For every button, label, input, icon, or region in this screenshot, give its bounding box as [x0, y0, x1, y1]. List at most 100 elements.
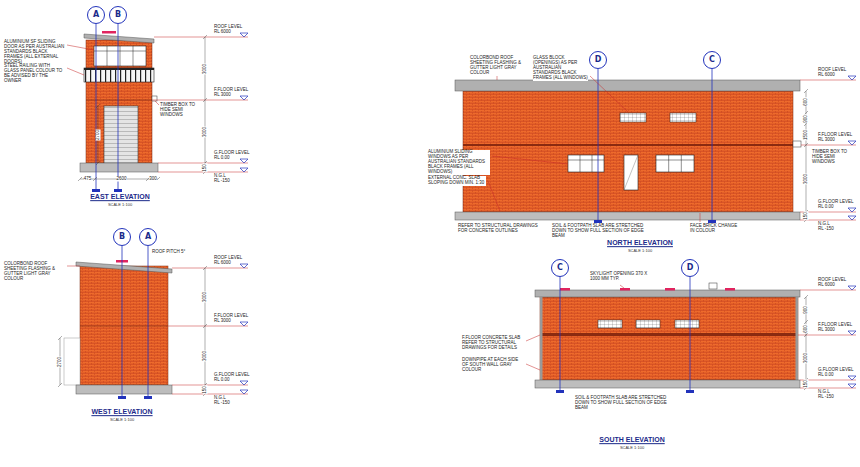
dimension-line: [58, 336, 62, 387]
dimension-text: 150: [203, 163, 208, 172]
sliding-door: [94, 46, 146, 66]
glass-block: [620, 113, 646, 122]
skylight-mark: [665, 288, 675, 291]
level-label: RL 3000: [818, 328, 835, 333]
entry-door: [624, 155, 638, 190]
glass-block: [670, 113, 696, 122]
level-label: RL 6000: [818, 283, 835, 288]
level-label: RL -150: [818, 227, 834, 232]
leader-line: [67, 266, 80, 267]
dimension-line: [78, 177, 160, 181]
leader-line: [155, 101, 159, 105]
sliding-window: [568, 155, 604, 172]
grid-letter: B: [119, 233, 125, 241]
grid-line: [96, 24, 118, 189]
dimension-text: 3000: [203, 63, 208, 74]
level-line: [798, 290, 856, 388]
slab-footing: [455, 212, 800, 220]
side-outline: [64, 338, 80, 385]
elevation-title: EAST ELEVATION: [90, 193, 150, 201]
dimension-text: 3000: [804, 173, 809, 184]
dimension-text: 2600: [116, 177, 126, 182]
dimension-text: 475: [84, 177, 92, 182]
timber-box: [793, 141, 801, 147]
grid-line: [560, 277, 690, 390]
dimension-text: 150: [203, 385, 208, 394]
note-text: COLORBOND ROOF SHEETING FLASHING & GUTTE…: [470, 56, 525, 76]
sliding-window: [656, 155, 694, 172]
grid-bubble: B: [109, 6, 127, 24]
grid-foot: [118, 396, 126, 399]
glass-block: [636, 320, 660, 328]
grid-bubble: A: [139, 228, 157, 246]
leader-line: [620, 285, 624, 288]
dimension-text: 900: [804, 114, 809, 123]
skylight-mark: [560, 288, 570, 291]
slab-footing: [76, 385, 172, 394]
grid-bubble: C: [551, 259, 569, 277]
grid-foot: [686, 390, 694, 393]
roof-sheeting: [76, 262, 172, 273]
elevation-title: NORTH ELEVATION: [607, 239, 673, 247]
level-line: [800, 80, 856, 220]
grid-line: [122, 246, 148, 396]
grid-bubble: B: [113, 228, 131, 246]
note-text: GLASS BLOCK (OPENINGS) AS PER AUSTRALIAN…: [533, 56, 588, 81]
leader-line: [67, 68, 84, 75]
note-text: SOIL & FOOTPATH SLAB ARE STRETCHED DOWN …: [552, 224, 652, 239]
grid-foot: [92, 189, 716, 399]
note-text: TIMBER BOX TO HIDE SEMI WINDOWS: [812, 150, 852, 165]
brick-wall: [80, 266, 168, 385]
grid-foot: [556, 390, 564, 393]
note-text: SOIL & FOOTPATH SLAB ARE STRETCHED DOWN …: [575, 396, 675, 411]
grid-bubble: D: [681, 259, 699, 277]
elevation-title: SOUTH ELEVATION: [599, 436, 664, 444]
grid-letter: D: [687, 264, 694, 272]
roof-sheeting: [535, 290, 800, 297]
north-elevation: [455, 80, 801, 220]
dimension-text: 2700: [58, 356, 63, 367]
south-elevation: [535, 283, 800, 388]
level-label: RL -150: [214, 179, 230, 184]
leader-line: [590, 76, 628, 112]
grid-foot: [92, 189, 100, 192]
grid-letter: C: [709, 56, 715, 64]
east-elevation: [80, 31, 158, 172]
dimension-line: [804, 295, 808, 390]
level-label: RL 3000: [818, 138, 835, 143]
floor-band: [463, 144, 793, 146]
dimension-text: 3000: [203, 350, 208, 361]
grid-foot: [144, 396, 152, 399]
brick-wall: [540, 297, 798, 380]
brick-wall: [463, 91, 793, 212]
dimension-line: [203, 35, 207, 174]
glass-block: [675, 320, 699, 328]
floor-slab: [540, 333, 798, 336]
dimension-line: [203, 266, 207, 396]
note-text: DOWNPIPE AT EACH SIDE OF SOUTH WALL GRAY…: [462, 358, 524, 373]
garage-door: [104, 106, 138, 163]
grid-letter: A: [93, 11, 99, 19]
level-line: [152, 37, 856, 394]
dimension-text: 900: [804, 305, 809, 314]
grid-foot: [114, 189, 122, 192]
balcony-railing: [84, 68, 154, 82]
roof-vent: [709, 283, 717, 289]
floor-line: [80, 326, 168, 327]
leader-line: [700, 213, 701, 222]
note-text: EXTERNAL CONC. SLAB SLOPING DOWN MIN. 1:…: [428, 176, 486, 186]
sliding-door: [94, 46, 146, 66]
scale-text: SCALE 1:100: [620, 446, 644, 450]
grid-foot: [594, 220, 602, 223]
note-text: REFER TO STRUCTURAL DRAWINGS FOR CONCRET…: [458, 224, 538, 234]
entry-door: [624, 155, 638, 190]
west-elevation: [64, 260, 172, 394]
note-text: SKYLIGHT OPENING 370 X 1000 MM TYP.: [590, 272, 650, 282]
slab-footing: [535, 380, 800, 388]
level-label: RL 6000: [214, 30, 231, 35]
skylight-mark: [620, 288, 630, 291]
scale-text: SCALE 1:100: [108, 203, 132, 207]
level-label: RL 0.00: [818, 205, 834, 210]
level-label: RL 0.00: [818, 373, 834, 378]
scale-text: SCALE 1:100: [628, 249, 652, 253]
